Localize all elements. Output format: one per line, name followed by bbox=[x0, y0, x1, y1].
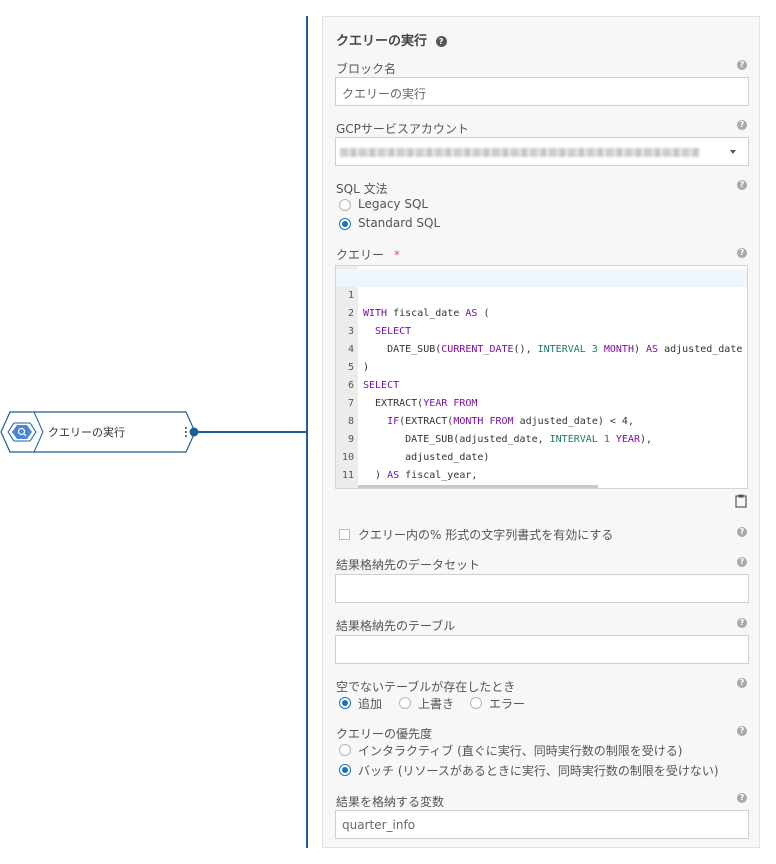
output-port[interactable] bbox=[189, 427, 199, 437]
append-label[interactable]: 追加 bbox=[358, 697, 383, 711]
sql-syntax-label: SQL 文法 bbox=[336, 182, 388, 196]
code-line[interactable]: 11 CONCAT('Q', CAST(FLOOR((EXTRACT(MONTH… bbox=[336, 449, 747, 481]
block-label: クエリーの実行 bbox=[48, 426, 125, 439]
query-label: クエリー * bbox=[336, 246, 400, 263]
line-number: 3 bbox=[347, 326, 354, 337]
help-icon[interactable]: ? bbox=[737, 557, 747, 567]
line-number: 1 bbox=[347, 290, 354, 301]
table-input[interactable] bbox=[335, 635, 749, 664]
panel-title: クエリーの実行 ? bbox=[336, 30, 447, 49]
code-line[interactable]: 2 SELECT bbox=[336, 287, 747, 337]
radio-standard-sql[interactable] bbox=[339, 218, 351, 230]
radio-overwrite[interactable] bbox=[399, 697, 411, 709]
interactive-label[interactable]: インタラクティブ (直ぐに実行、同時実行数の制限を受ける) bbox=[358, 744, 683, 758]
code-line[interactable]: 4 ) bbox=[336, 323, 747, 373]
code-line[interactable]: 8 DATE_SUB(adjusted_date, INTERVAL 1 YEA… bbox=[336, 395, 747, 445]
table-label: 結果格納先のテーブル bbox=[336, 619, 456, 633]
line-number: 9 bbox=[347, 434, 354, 445]
radio-batch[interactable] bbox=[339, 764, 351, 776]
block-name-label: ブロック名 bbox=[336, 62, 397, 76]
code-text: SELECT bbox=[375, 326, 412, 337]
code-text: DATE_SUB(CURRENT_DATE(), INTERVAL 3 MONT… bbox=[363, 344, 743, 355]
required-mark: * bbox=[393, 248, 400, 262]
overwrite-label[interactable]: 上書き bbox=[418, 697, 455, 711]
code-text: IF(EXTRACT(MONTH FROM adjusted_date) < 4… bbox=[387, 416, 634, 427]
help-icon[interactable]: ? bbox=[737, 248, 747, 258]
code-line[interactable]: 10 ) AS fiscal_year, bbox=[336, 431, 747, 481]
panel-title-text: クエリーの実行 bbox=[336, 34, 428, 49]
priority-label: クエリーの優先度 bbox=[336, 727, 433, 741]
code-line[interactable]: 9 adjusted_date) bbox=[336, 413, 747, 463]
connector-line bbox=[196, 431, 308, 433]
query-label-text: クエリー bbox=[336, 248, 385, 262]
code-text: adjusted_date) bbox=[363, 452, 490, 463]
error-label[interactable]: エラー bbox=[489, 697, 526, 711]
radio-legacy-sql[interactable] bbox=[339, 199, 351, 211]
drag-handle-icon[interactable] bbox=[185, 427, 187, 437]
bigquery-icon bbox=[7, 422, 37, 442]
properties-panel: クエリーの実行 ? ブロック名 ? クエリーの実行 GCPサービスアカウント ?… bbox=[322, 16, 760, 848]
line-number: 8 bbox=[347, 416, 354, 427]
horizontal-scrollbar[interactable] bbox=[358, 485, 598, 488]
query-code-editor[interactable]: 1 WITH fiscal_date AS ( 2 SELECT 3 DATE_… bbox=[335, 265, 748, 489]
result-variable-input[interactable]: quarter_info bbox=[335, 810, 749, 839]
line-number: 2 bbox=[347, 308, 354, 319]
code-text: SELECT bbox=[363, 380, 400, 391]
help-icon[interactable]: ? bbox=[737, 793, 747, 803]
percent-format-label[interactable]: クエリー内の% 形式の文字列書式を有効にする bbox=[358, 528, 614, 542]
batch-label[interactable]: バッチ (リソースがあるときに実行、同時実行数の制限を受けない) bbox=[358, 764, 719, 778]
help-icon[interactable]: ? bbox=[737, 60, 747, 70]
gcp-account-select[interactable] bbox=[335, 137, 749, 166]
radio-append[interactable] bbox=[339, 697, 351, 709]
code-line[interactable]: 6 EXTRACT(YEAR FROM bbox=[336, 359, 747, 409]
code-text: WITH fiscal_date AS ( bbox=[363, 308, 490, 319]
legacy-sql-label[interactable]: Legacy SQL bbox=[358, 197, 429, 211]
clipboard-icon[interactable] bbox=[735, 494, 747, 511]
standard-sql-label[interactable]: Standard SQL bbox=[358, 216, 441, 230]
dataset-input[interactable] bbox=[335, 574, 749, 603]
help-icon[interactable]: ? bbox=[737, 527, 747, 537]
line-number: 6 bbox=[347, 380, 354, 391]
block-name-input[interactable]: クエリーの実行 bbox=[335, 77, 749, 106]
code-line[interactable]: 12 FROM fiscal_date bbox=[336, 467, 747, 485]
line-number-gutter bbox=[336, 266, 358, 488]
code-line[interactable]: 5 SELECT bbox=[336, 341, 747, 391]
code-text: EXTRACT(YEAR FROM bbox=[363, 398, 478, 409]
non-empty-table-label: 空でないテーブルが存在したとき bbox=[336, 680, 516, 694]
help-icon[interactable]: ? bbox=[737, 678, 747, 688]
gcp-account-label: GCPサービスアカウント bbox=[336, 122, 469, 136]
code-text: ) AS fiscal_year, bbox=[363, 470, 478, 481]
code-text: DATE_SUB(adjusted_date, INTERVAL 1 YEAR)… bbox=[363, 434, 653, 445]
redacted-value bbox=[340, 148, 700, 157]
result-variable-label: 結果を格納する変数 bbox=[336, 795, 445, 809]
line-number: 11 bbox=[341, 470, 354, 481]
line-number: 5 bbox=[347, 362, 354, 373]
help-icon[interactable]: ? bbox=[737, 180, 747, 190]
code-line[interactable]: 1 WITH fiscal_date AS ( bbox=[336, 269, 747, 319]
radio-error[interactable] bbox=[470, 697, 482, 709]
code-line[interactable]: 7 IF(EXTRACT(MONTH FROM adjusted_date) <… bbox=[336, 377, 747, 427]
line-number: 12 bbox=[336, 485, 354, 488]
help-icon[interactable]: ? bbox=[737, 618, 747, 628]
code-text: ) bbox=[363, 362, 370, 373]
help-icon[interactable]: ? bbox=[435, 36, 447, 47]
help-icon[interactable]: ? bbox=[737, 726, 747, 736]
dataset-label: 結果格納先のデータセット bbox=[336, 558, 481, 572]
radio-interactive[interactable] bbox=[339, 744, 351, 756]
line-number: 4 bbox=[347, 344, 354, 355]
line-number: 10 bbox=[341, 452, 354, 463]
code-line[interactable]: 3 DATE_SUB(CURRENT_DATE(), INTERVAL 3 MO… bbox=[336, 305, 747, 355]
chevron-down-icon bbox=[730, 150, 736, 154]
percent-format-checkbox[interactable] bbox=[339, 529, 350, 540]
help-icon[interactable]: ? bbox=[737, 120, 747, 130]
line-number: 7 bbox=[347, 398, 354, 409]
flow-block-node[interactable]: クエリーの実行 bbox=[0, 411, 199, 453]
block-shape bbox=[0, 411, 199, 453]
